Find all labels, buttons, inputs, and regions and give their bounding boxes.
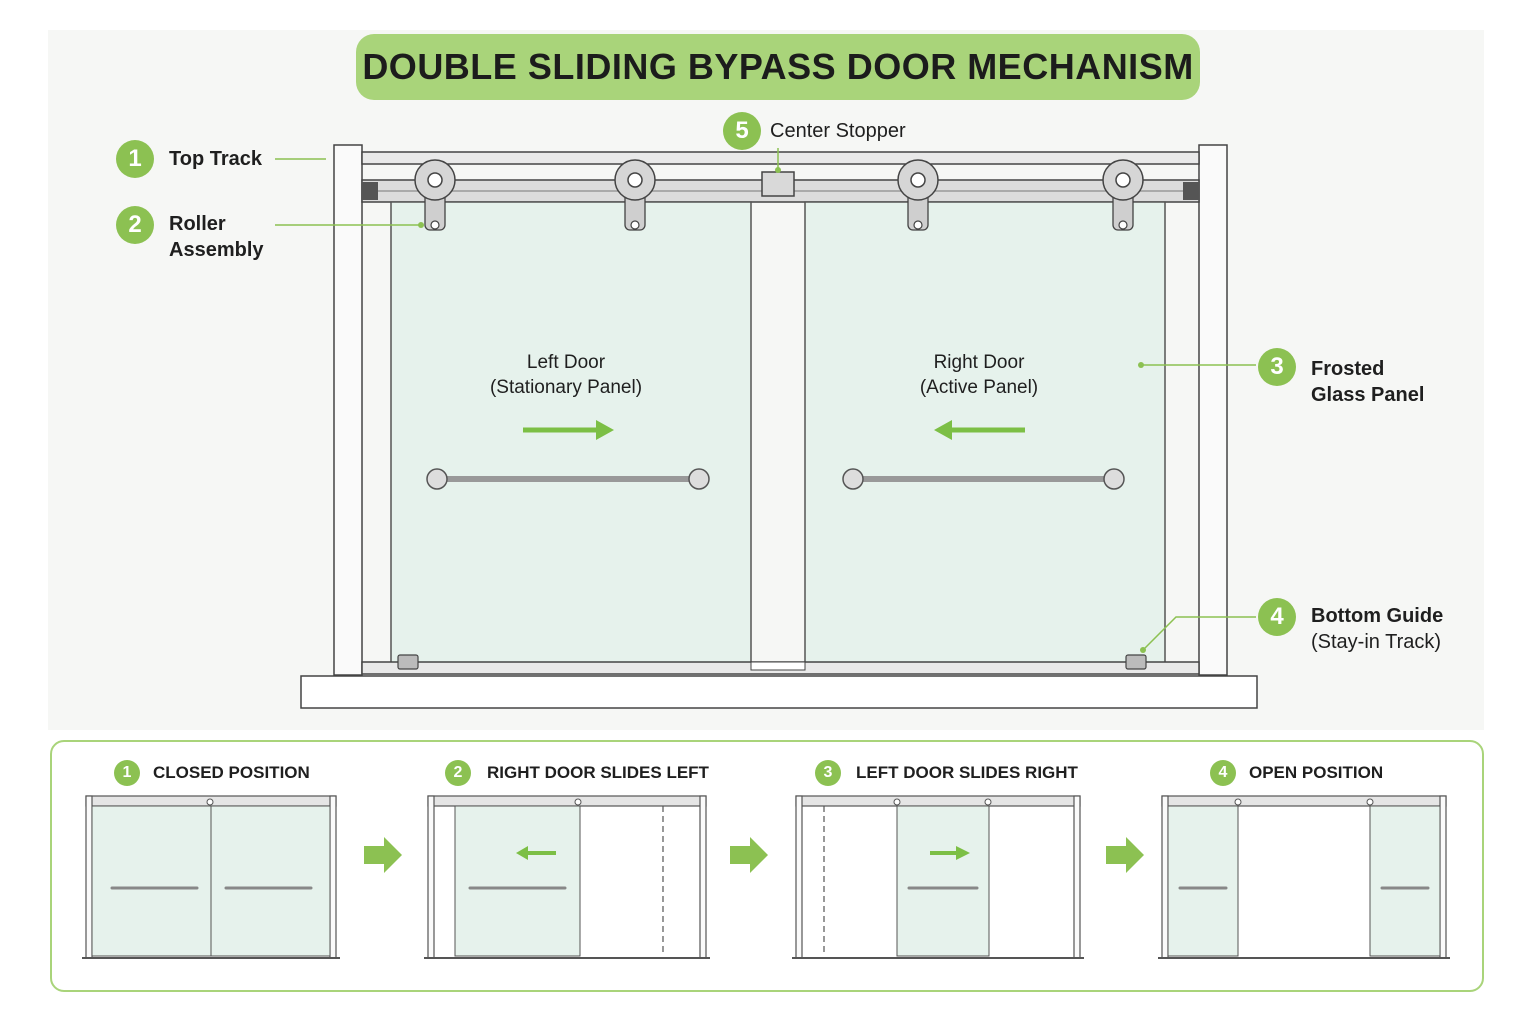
left-door-handle bbox=[426, 468, 710, 490]
step-2-diagram bbox=[424, 795, 710, 959]
roller-3 bbox=[897, 159, 939, 231]
bottom-guide-right bbox=[1125, 654, 1147, 670]
callout-label: Center Stopper bbox=[770, 120, 906, 142]
callout-label: Frosted bbox=[1311, 358, 1385, 380]
step-title-1: CLOSED POSITION bbox=[153, 763, 310, 782]
rail-end-cap-left bbox=[362, 182, 378, 200]
callout-center-stopper: Center Stopper bbox=[770, 118, 906, 144]
right-door-handle bbox=[842, 468, 1125, 490]
roller-1 bbox=[414, 159, 456, 231]
step-title-2: RIGHT DOOR SLIDES LEFT bbox=[487, 763, 709, 782]
top-track bbox=[361, 151, 1200, 165]
step-3-diagram bbox=[792, 795, 1084, 959]
rail-end-cap-right bbox=[1183, 182, 1199, 200]
mechanism-drawing bbox=[275, 144, 1258, 709]
step-1-diagram bbox=[82, 795, 340, 959]
right-door-title: Right Door bbox=[933, 352, 1025, 373]
right-glass-panel bbox=[804, 201, 1166, 667]
callout-label: Roller bbox=[169, 213, 226, 235]
callout-badge-1: 1 bbox=[116, 140, 154, 178]
callout-label: Top Track bbox=[169, 148, 262, 170]
roller-2 bbox=[614, 159, 656, 231]
callout-label-line2: Assembly bbox=[169, 239, 264, 261]
step-badge-4: 4 bbox=[1210, 760, 1236, 786]
callout-frosted-glass: Frosted Glass Panel bbox=[1311, 356, 1424, 408]
callout-top-track: Top Track bbox=[169, 146, 262, 172]
callout-label-line2: Glass Panel bbox=[1311, 384, 1425, 406]
leader-bottom-guide bbox=[1142, 616, 1256, 651]
step-title-3: LEFT DOOR SLIDES RIGHT bbox=[856, 763, 1078, 782]
callout-bottom-guide: Bottom Guide (Stay-in Track) bbox=[1311, 603, 1443, 655]
left-post bbox=[333, 144, 363, 676]
step-badge-2: 2 bbox=[445, 760, 471, 786]
diagram-background bbox=[48, 30, 1484, 730]
floor-sill bbox=[300, 675, 1258, 709]
callout-roller-assembly: Roller Assembly bbox=[169, 211, 264, 263]
right-post bbox=[1198, 144, 1228, 676]
step-4-diagram bbox=[1158, 795, 1450, 959]
bottom-guide-left bbox=[397, 654, 419, 670]
step-arrow-3-icon bbox=[1106, 837, 1144, 873]
callout-label: Bottom Guide bbox=[1311, 605, 1444, 627]
step-badge-1: 1 bbox=[114, 760, 140, 786]
right-door-subtitle: (Active Panel) bbox=[919, 377, 1039, 398]
left-door-subtitle: (Stationary Panel) bbox=[489, 377, 643, 398]
left-glass-panel bbox=[390, 201, 752, 667]
left-door-title: Left Door bbox=[526, 352, 606, 373]
right-door-label: Right Door (Active Panel) bbox=[849, 350, 1109, 400]
callout-badge-2: 2 bbox=[116, 206, 154, 244]
step-arrow-1-icon bbox=[364, 837, 402, 873]
step-title-4: OPEN POSITION bbox=[1249, 763, 1384, 782]
step-badge-3: 3 bbox=[815, 760, 841, 786]
arrow-left-icon bbox=[934, 420, 1025, 440]
callout-label-line2: (Stay-in Track) bbox=[1311, 631, 1442, 653]
arrow-right-icon bbox=[523, 420, 614, 440]
callout-badge-4: 4 bbox=[1258, 598, 1296, 636]
left-door-label: Left Door (Stationary Panel) bbox=[436, 350, 696, 400]
callout-badge-5: 5 bbox=[723, 112, 761, 150]
step-arrow-2-icon bbox=[730, 837, 768, 873]
callout-badge-3: 3 bbox=[1258, 348, 1296, 386]
roller-4 bbox=[1102, 159, 1144, 231]
diagram-title: DOUBLE SLIDING BYPASS DOOR MECHANISM bbox=[356, 34, 1200, 100]
